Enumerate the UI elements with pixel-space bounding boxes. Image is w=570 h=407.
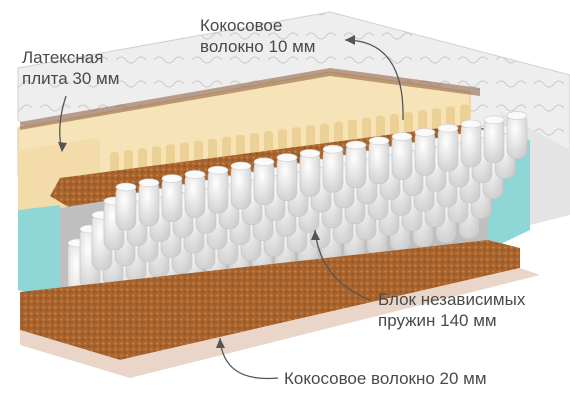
latex-rib — [362, 117, 371, 142]
label-coco-bottom-text: Кокосовое волокно 20 мм — [284, 369, 487, 388]
spring-coil — [230, 161, 252, 210]
latex-rib — [110, 152, 119, 176]
spring-coil — [322, 144, 344, 193]
spring-coil — [161, 174, 183, 222]
arrow-coco-top — [344, 39, 404, 121]
spring-coil — [253, 157, 275, 206]
label-latex-plate: Латексная плита 30 мм — [22, 47, 119, 89]
spring-coil — [276, 153, 298, 201]
label-springs-line1: Блок независимых — [378, 290, 526, 309]
spring-coil — [299, 149, 321, 197]
latex-rib — [264, 131, 273, 156]
label-spring-block: Блок независимых пружин 140 мм — [378, 289, 525, 331]
arrow-head-springs — [311, 230, 320, 240]
spring-coil — [483, 115, 505, 164]
spring-coil — [207, 165, 229, 214]
label-latex-line2: плита 30 мм — [22, 69, 120, 88]
arrow-head-latex — [58, 142, 67, 152]
latex-rib — [194, 140, 203, 165]
spring-coil — [460, 119, 482, 168]
latex-plate-layer — [17, 71, 471, 212]
foam-edge-left — [18, 205, 60, 300]
spring-coil — [115, 182, 137, 231]
spring-coil — [506, 111, 528, 159]
latex-rib — [180, 142, 189, 167]
spring-coil — [437, 123, 459, 172]
latex-rib — [376, 115, 385, 140]
latex-rib — [390, 114, 399, 138]
latex-rib — [236, 134, 245, 159]
latex-ribs — [110, 104, 469, 176]
arrow-head-coco-bottom — [216, 338, 225, 348]
latex-rib — [278, 129, 287, 154]
mattress-base — [20, 268, 540, 378]
latex-rib — [124, 150, 133, 175]
spring-coil — [391, 132, 413, 180]
label-coconut-top: Кокосовое волокно 10 мм — [200, 15, 316, 57]
latex-rib — [348, 119, 357, 144]
latex-rib — [138, 148, 147, 173]
label-coco-top-line2: волокно 10 мм — [200, 37, 316, 56]
spring-coil — [345, 140, 367, 189]
latex-rib — [404, 112, 413, 137]
latex-rib — [152, 146, 161, 171]
label-springs-line2: пружин 140 мм — [378, 311, 497, 330]
coir-layer-bottom — [20, 240, 520, 360]
spring-coil — [368, 136, 390, 185]
latex-rib — [208, 138, 217, 163]
latex-rib — [292, 127, 301, 152]
latex-rib — [306, 125, 315, 150]
latex-rib — [250, 133, 259, 157]
latex-rib — [334, 121, 343, 146]
label-coconut-bottom: Кокосовое волокно 20 мм — [284, 368, 487, 389]
latex-rib — [222, 136, 231, 161]
latex-rib — [166, 144, 175, 169]
spring-coil — [184, 170, 206, 218]
spring-coil — [138, 178, 160, 227]
label-coco-top-line1: Кокосовое — [200, 16, 283, 35]
label-latex-line1: Латексная — [22, 48, 104, 67]
latex-rib — [320, 123, 329, 148]
arrow-head-coco-top — [345, 35, 355, 45]
spring-coil — [414, 128, 436, 176]
